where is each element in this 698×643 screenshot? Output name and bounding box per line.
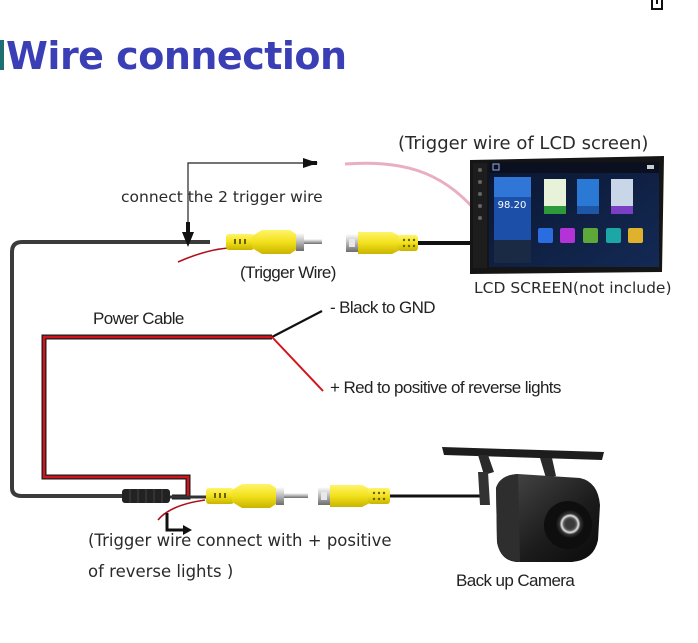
lcd-screen-label: LCD SCREEN(not include) — [474, 279, 672, 297]
power-cable-red-core — [42, 335, 272, 499]
lcd-trigger-wire-pink — [344, 161, 477, 211]
title-accent-bar — [0, 40, 4, 70]
bent-arrow-icon — [165, 513, 192, 535]
black-gnd-lead — [271, 310, 323, 338]
rca-female-plug-top — [346, 232, 472, 254]
rca-male-plug-bottom — [206, 484, 308, 508]
red-positive-label: + Red to positive of reverse lights — [330, 378, 561, 397]
backup-camera-label: Back up Camera — [456, 571, 575, 590]
connect-trigger-label: connect the 2 trigger wire — [121, 188, 323, 206]
video-cable-black — [10, 240, 210, 498]
red-positive-lead — [271, 336, 324, 392]
power-cable-label: Power Cable — [93, 309, 184, 328]
backup-camera — [442, 447, 604, 562]
trigger-wire-label: (Trigger Wire) — [240, 263, 336, 282]
radio-frequency: 98.20 — [498, 200, 527, 211]
bottom-trigger-red-pigtail — [157, 499, 206, 521]
power-cable-red — [41, 334, 272, 500]
page-title: Wire connection — [6, 34, 347, 78]
trigger-note-line1: (Trigger wire connect with + positive — [88, 531, 392, 550]
top-trigger-red-pigtail — [177, 247, 229, 263]
cable-strain-relief — [122, 489, 208, 503]
rca-female-plug-bottom — [318, 485, 482, 507]
share-icon[interactable] — [651, 0, 663, 10]
lcd-trigger-wire-label: (Trigger wire of LCD screen) — [398, 133, 649, 154]
lcd-screen: 98.20 — [470, 156, 664, 274]
trigger-connect-arrow — [182, 158, 318, 247]
trigger-note-line2: of reverse lights ) — [88, 562, 234, 581]
black-gnd-label: - Black to GND — [330, 298, 436, 317]
rca-male-plug-top — [226, 230, 322, 254]
